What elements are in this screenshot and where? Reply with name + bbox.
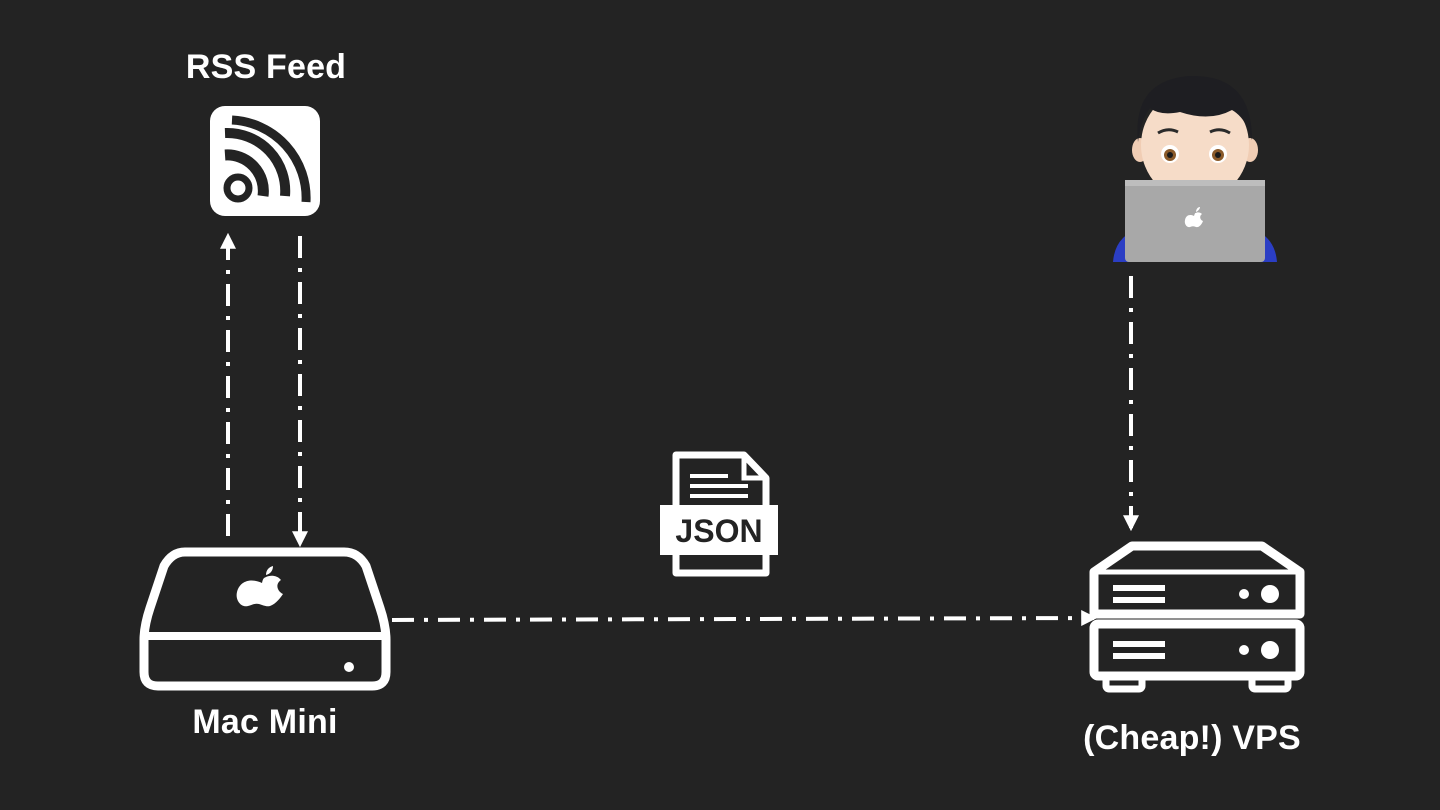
server-icon [1089,541,1305,693]
vps-label: (Cheap!) VPS [1083,719,1301,757]
json-file-icon: JSON [660,451,778,577]
rss-icon [210,106,320,216]
json-file-label: JSON [675,513,762,549]
rss-feed-label: RSS Feed [185,48,347,86]
mac-mini-icon [139,547,391,691]
edge-mac-to-vps [391,610,1098,627]
apple-logo-icon [236,566,283,607]
person-with-laptop-icon [1113,75,1277,262]
mac-mini-label: Mac Mini [192,703,338,741]
